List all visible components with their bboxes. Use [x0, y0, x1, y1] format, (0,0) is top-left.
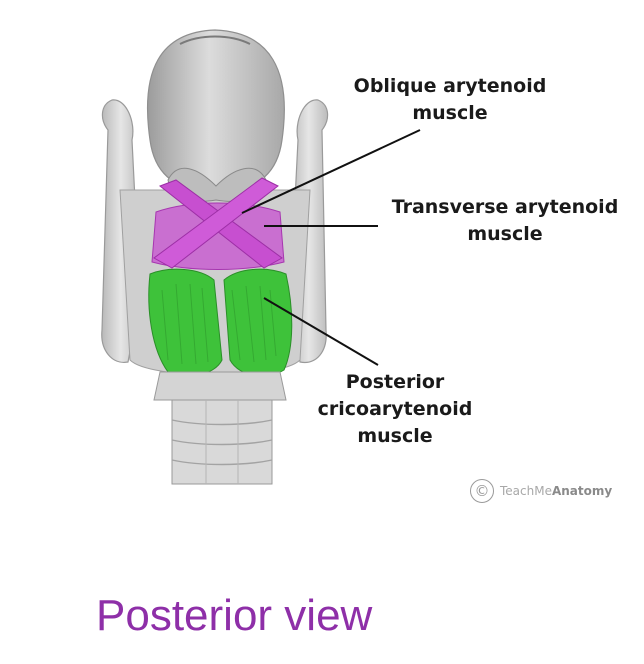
cricoid-cartilage — [153, 371, 287, 401]
label-oblique-line-1: Oblique arytenoid — [353, 75, 547, 97]
label-posterior-cricoarytenoid: Posterior cricoarytenoid muscle — [290, 369, 500, 450]
label-posterior-line-1: Posterior — [345, 371, 445, 393]
label-oblique-arytenoid: Oblique arytenoid muscle — [330, 73, 570, 127]
label-posterior-line-3: muscle — [357, 425, 433, 447]
caption-posterior-view: Posterior view — [96, 591, 373, 640]
label-transverse-line-2: muscle — [467, 223, 543, 245]
copyright-icon: © — [470, 479, 494, 503]
label-oblique-line-2: muscle — [412, 102, 488, 124]
oblique-arytenoid-muscle-b — [153, 177, 279, 269]
posterior-cricoarytenoid-right — [223, 268, 293, 377]
epiglottis — [146, 29, 285, 195]
leader-line-posterior — [263, 297, 379, 366]
trachea — [171, 399, 273, 485]
watermark-brand-light: TeachMe — [500, 484, 552, 498]
label-posterior-line-2: cricoarytenoid — [317, 398, 473, 420]
label-transverse-line-1: Transverse arytenoid — [391, 196, 619, 218]
watermark-brand-bold: Anatomy — [551, 484, 613, 498]
leader-line-oblique — [241, 129, 421, 214]
label-transverse-arytenoid: Transverse arytenoid muscle — [370, 194, 640, 248]
